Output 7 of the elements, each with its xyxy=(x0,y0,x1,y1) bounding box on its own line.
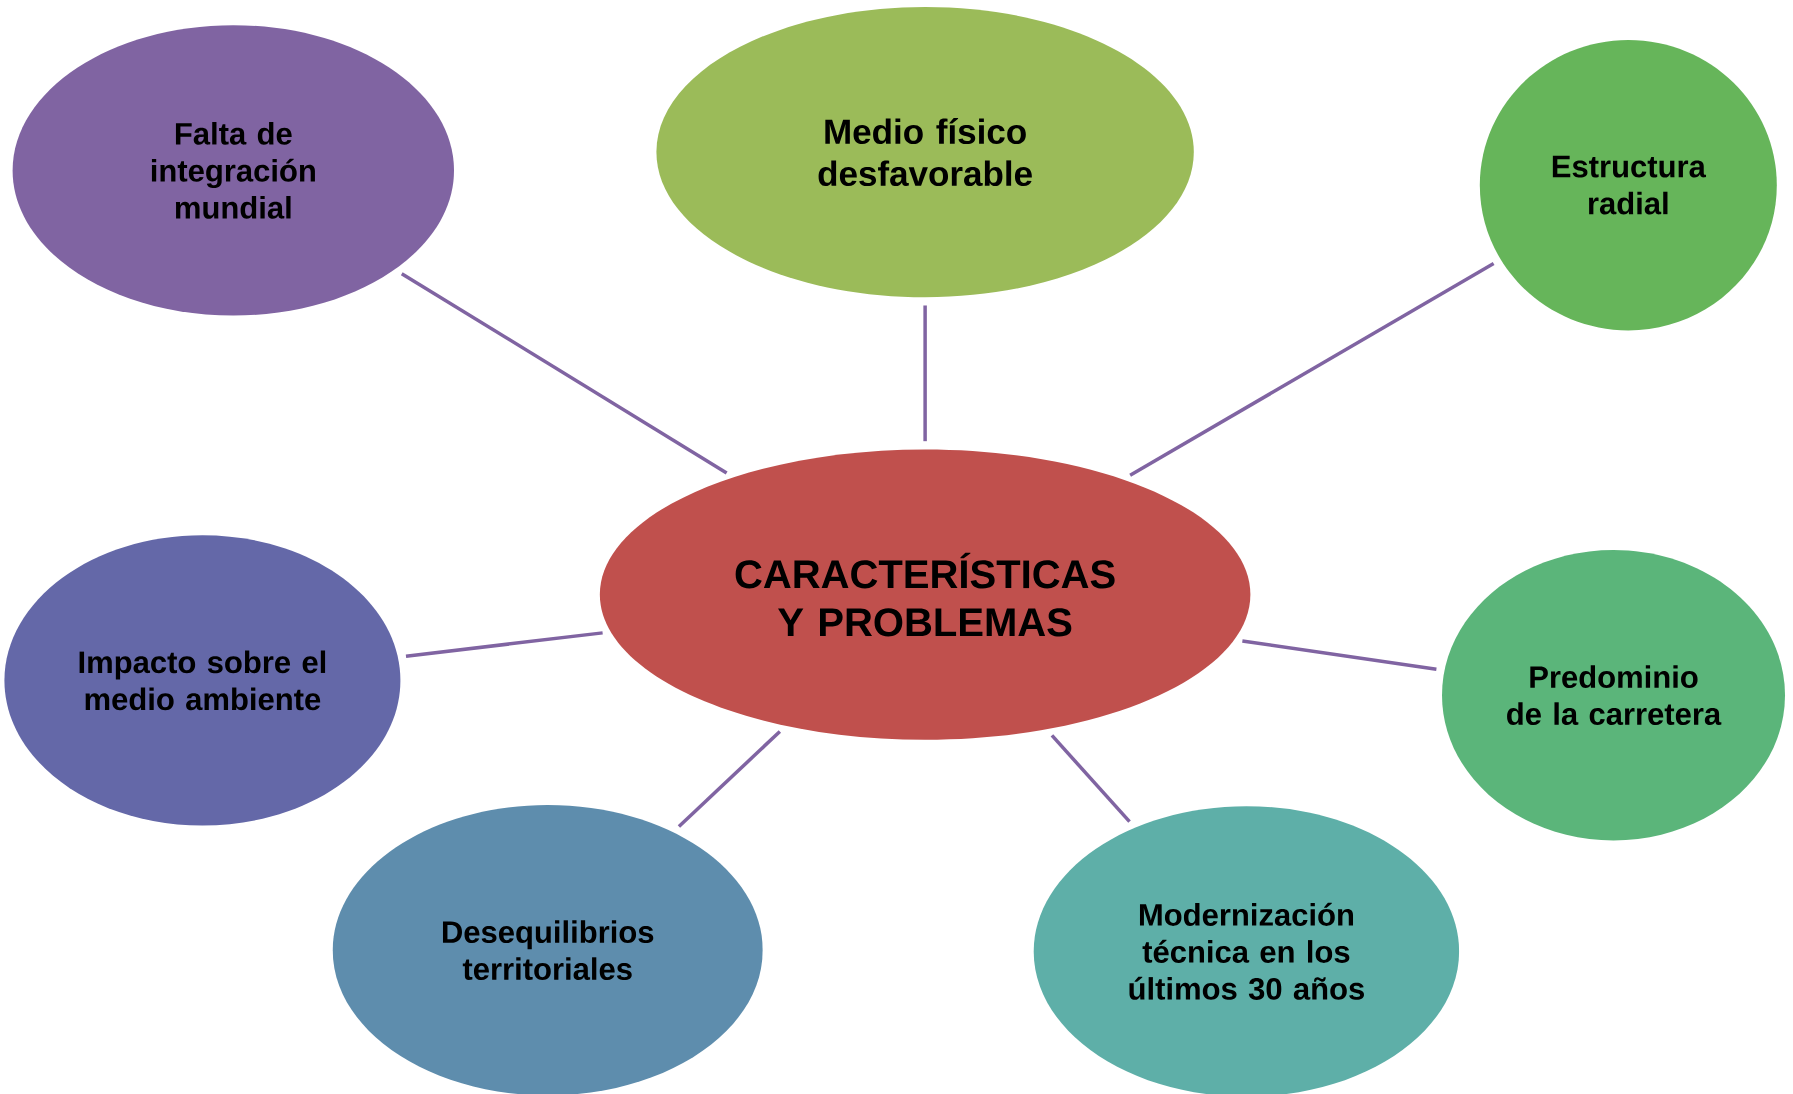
connector-line xyxy=(1050,734,1131,823)
connector-line xyxy=(923,305,927,442)
connector-line xyxy=(1242,639,1437,672)
connector-line xyxy=(677,730,782,828)
connector-line xyxy=(405,631,603,658)
connector-line xyxy=(400,272,728,475)
connector-line xyxy=(1129,262,1495,477)
